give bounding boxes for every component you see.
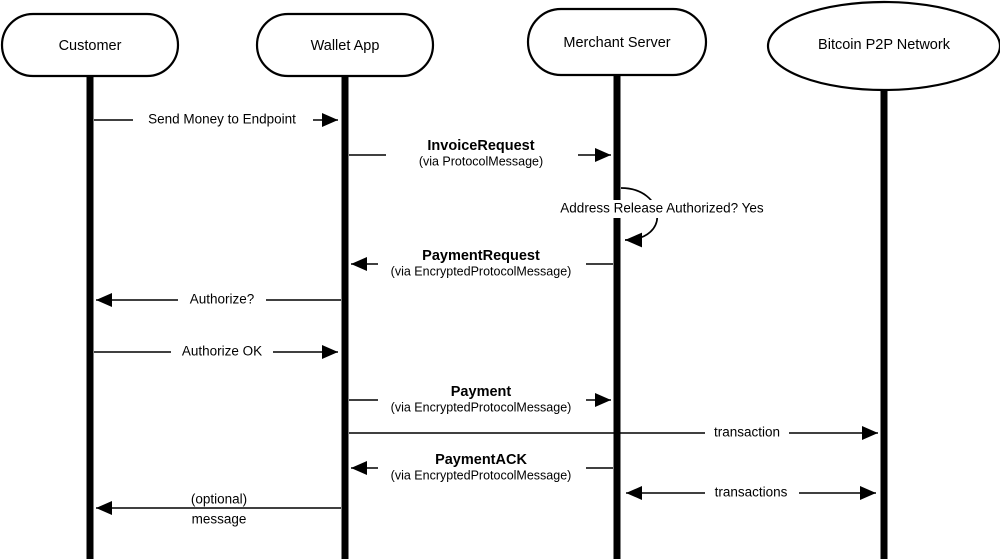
message-optional-message[interactable]: (optional) message	[96, 490, 341, 527]
participant-customer-shape	[0, 12, 180, 78]
participant-merchant-shape	[526, 7, 708, 77]
participant-customer[interactable]: Customer	[0, 12, 180, 78]
message-label-authorize-ok: Authorize OK	[182, 344, 262, 359]
message-send-money-to-endpoint[interactable]: Send Money to Endpoint	[94, 111, 338, 129]
participant-wallet[interactable]: Wallet App	[255, 12, 435, 78]
message-label-payment-request: PaymentRequest	[422, 248, 540, 264]
participant-merchant-label: Merchant Server	[563, 35, 670, 51]
label-backdrop	[178, 291, 266, 309]
message-payment-request[interactable]: PaymentRequest (via EncryptedProtocolMes…	[351, 246, 613, 279]
message-label-transaction: transaction	[714, 425, 780, 440]
message-sublabel-payment-ack: (via EncryptedProtocolMessage)	[391, 468, 572, 482]
message-authorize-ok[interactable]: Authorize OK	[94, 343, 338, 361]
message-transactions[interactable]: transactions	[626, 484, 876, 502]
message-label-payment: Payment	[451, 384, 512, 400]
message-address-release-authorized[interactable]: Address Release Authorized? Yes	[548, 187, 776, 248]
message-authorize-question[interactable]: Authorize?	[96, 291, 341, 309]
label-backdrop	[378, 246, 586, 279]
message-sublabel-payment: (via EncryptedProtocolMessage)	[391, 400, 572, 414]
message-label-optional: (optional)	[191, 492, 247, 507]
participant-customer-label: Customer	[59, 38, 122, 54]
message-sublabel-payment-request: (via EncryptedProtocolMessage)	[391, 264, 572, 278]
label-backdrop	[378, 382, 586, 415]
message-label-send-money: Send Money to Endpoint	[148, 112, 296, 127]
message-transaction[interactable]: transaction	[349, 424, 878, 442]
label-backdrop	[378, 450, 586, 483]
participant-bitcoin-shape	[766, 0, 1000, 92]
message-label-invoice-request: InvoiceRequest	[427, 138, 534, 154]
lifelines-group	[86, 75, 888, 559]
message-sublabel-invoice-request: (via ProtocolMessage)	[419, 154, 543, 168]
participant-bitcoin-label: Bitcoin P2P Network	[818, 37, 951, 53]
message-sublabel-optional: message	[192, 512, 247, 527]
message-label-transactions: transactions	[715, 485, 788, 500]
label-backdrop	[705, 424, 789, 442]
label-backdrop	[548, 200, 776, 218]
message-invoice-request[interactable]: InvoiceRequest (via ProtocolMessage)	[349, 136, 611, 169]
message-label-address-release: Address Release Authorized? Yes	[560, 201, 764, 216]
participant-merchant[interactable]: Merchant Server	[526, 7, 708, 77]
participant-wallet-shape	[255, 12, 435, 78]
label-backdrop	[386, 136, 578, 169]
message-label-payment-ack: PaymentACK	[435, 452, 527, 468]
label-backdrop	[705, 484, 799, 502]
label-backdrop	[133, 111, 313, 129]
message-label-authorize-question: Authorize?	[190, 292, 255, 307]
participant-bitcoin[interactable]: Bitcoin P2P Network	[766, 0, 1000, 92]
message-payment[interactable]: Payment (via EncryptedProtocolMessage)	[349, 382, 611, 415]
label-backdrop	[180, 490, 264, 506]
participant-wallet-label: Wallet App	[311, 38, 380, 54]
message-payment-ack[interactable]: PaymentACK (via EncryptedProtocolMessage…	[351, 450, 613, 483]
label-backdrop	[171, 343, 273, 361]
